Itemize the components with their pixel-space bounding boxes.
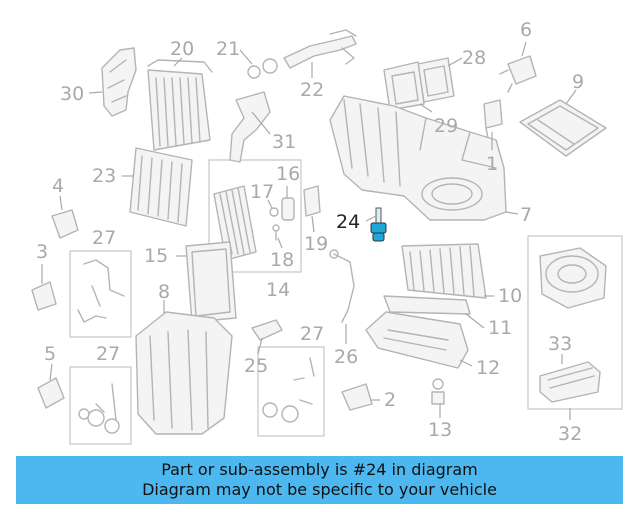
callout-27-top: 27	[92, 227, 116, 249]
callout-21: 21	[216, 38, 240, 60]
banner-line-2: Diagram may not be specific to your vehi…	[142, 480, 497, 499]
info-banner: Part or sub-assembly is #24 in diagram D…	[16, 456, 623, 504]
part-1-actuator	[483, 99, 503, 129]
group-box-27-right	[257, 346, 325, 437]
callout-28: 28	[462, 47, 486, 69]
callout-24-highlighted: 24	[336, 211, 360, 233]
callout-11: 11	[488, 317, 512, 339]
callout-16: 16	[276, 163, 300, 185]
part-26-hose	[333, 253, 355, 323]
part-15-frame	[185, 241, 237, 323]
part-31-bracket	[229, 91, 271, 163]
part-3-actuator	[31, 281, 57, 311]
part-4-actuator	[51, 209, 79, 239]
callout-7: 7	[520, 204, 532, 226]
part-32-blower	[539, 247, 607, 309]
part-23-evaporator	[129, 147, 193, 227]
callout-29: 29	[434, 115, 458, 137]
callout-18: 18	[270, 249, 294, 271]
callout-3: 3	[36, 241, 48, 263]
part-25-clip	[251, 319, 283, 341]
part-14-evaporator-block	[213, 185, 257, 261]
part-13-clip	[431, 391, 445, 405]
part-24-highlighted	[370, 207, 387, 242]
part-27-rods-bottom	[95, 383, 117, 421]
callout-12: 12	[476, 357, 500, 379]
callout-33: 33	[548, 333, 572, 355]
callout-27-right: 27	[300, 323, 324, 345]
callout-25: 25	[244, 355, 268, 377]
callout-32: 32	[558, 423, 582, 445]
callout-2: 2	[384, 389, 396, 411]
part-21-seal	[247, 65, 261, 79]
group-box-32	[527, 235, 623, 410]
part-9-cover	[519, 99, 607, 157]
part-11-frame	[383, 295, 471, 315]
part-2-actuator	[341, 383, 373, 411]
callout-30: 30	[60, 83, 84, 105]
part-5-actuator	[37, 377, 65, 409]
group-box-27-top	[69, 250, 132, 338]
group-box-14	[208, 159, 302, 273]
group-box-27-bottom	[69, 366, 132, 445]
callout-1: 1	[486, 153, 498, 175]
callout-10: 10	[498, 285, 522, 307]
part-20-heater-core	[147, 69, 211, 151]
callout-14: 14	[266, 279, 290, 301]
callout-26: 26	[334, 346, 358, 368]
callout-6: 6	[520, 19, 532, 41]
part-12-cover	[365, 311, 469, 369]
callout-19: 19	[304, 233, 328, 255]
callout-31: 31	[272, 131, 296, 153]
callout-5: 5	[44, 343, 56, 365]
part-19-housing	[303, 185, 321, 217]
part-8-housing	[135, 311, 233, 435]
callout-13: 13	[428, 419, 452, 441]
part-16-valve	[281, 197, 295, 221]
callout-9: 9	[572, 71, 584, 93]
part-27-rods-top	[77, 259, 125, 323]
part-22-pipe	[283, 35, 357, 69]
callout-15: 15	[144, 245, 168, 267]
part-27-seals-right	[262, 402, 278, 418]
callout-8: 8	[158, 281, 170, 303]
leader-lines	[41, 41, 577, 420]
callout-27-bottom: 27	[96, 343, 120, 365]
callout-17: 17	[250, 181, 274, 203]
callout-20: 20	[170, 38, 194, 60]
callout-4: 4	[52, 175, 64, 197]
callout-23: 23	[92, 165, 116, 187]
parts-diagram: 30 20 21 22 31 23 16 17 18 14 19 24 28 2…	[31, 19, 623, 445]
part-6-actuator	[507, 55, 537, 85]
banner-line-1: Part or sub-assembly is #24 in diagram	[161, 460, 478, 479]
callout-22: 22	[300, 79, 324, 101]
part-17-seal	[269, 207, 279, 217]
